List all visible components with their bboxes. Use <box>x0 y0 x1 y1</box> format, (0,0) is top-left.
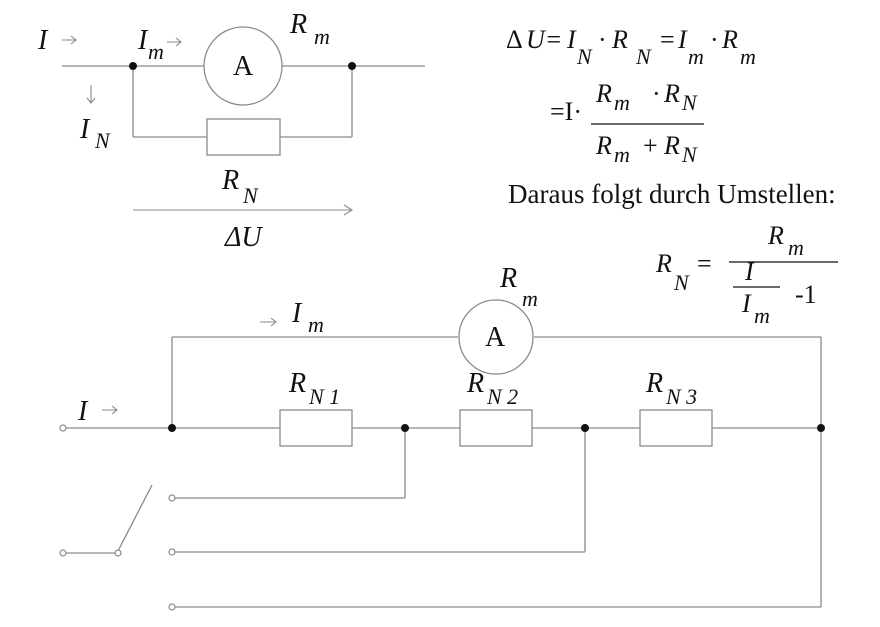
eq1-I1-sub: N <box>576 44 593 69</box>
eq1-R1: R <box>611 25 628 54</box>
label-rn3: R <box>645 368 663 399</box>
bottom-circuit: I I m A R m R N 1 R N 2 R N 3 <box>59 263 825 611</box>
top-label-Rm: R <box>289 9 307 40</box>
bottom-label-Im-sub: m <box>308 312 324 337</box>
res-eq: = <box>697 249 712 278</box>
eq1-I2-sub: m <box>688 44 704 69</box>
res-num: R <box>767 221 784 250</box>
bottom-current-arrow-icon <box>102 405 118 415</box>
bottom-ammeter <box>458 299 534 375</box>
terminal-switch-input <box>59 549 67 557</box>
equation-result: R N = R m I I m -1 <box>655 221 838 328</box>
sentence-text: Daraus folgt durch Umstellen: <box>508 179 836 209</box>
bottom-label-Im: I <box>291 298 303 329</box>
top-circuit: I I m A R m I N R N ΔU <box>37 9 425 253</box>
top-label-dU: ΔU <box>224 222 263 253</box>
bottom-label-Rm-sub: m <box>522 286 538 311</box>
terminal-tap-3 <box>168 603 176 611</box>
top-label-I: I <box>37 25 49 56</box>
top-node-right <box>348 62 356 70</box>
top-label-Im: I <box>137 25 149 56</box>
label-rn2: R <box>466 368 484 399</box>
eq1-R2: R <box>721 25 738 54</box>
eq2-den-plus: + <box>643 131 658 160</box>
terminal-tap-2 <box>168 548 176 556</box>
eq1-U: U= <box>526 25 562 54</box>
eq2-den-R2-sub: N <box>681 142 698 167</box>
resistor-rn2 <box>459 409 533 447</box>
eq1-R2-sub: m <box>740 44 756 69</box>
bottom-label-Rm: R <box>499 263 517 294</box>
top-voltage-arrow-icon <box>133 204 354 216</box>
terminal-tap-1 <box>168 494 176 502</box>
bottom-node-right <box>817 424 825 432</box>
resistor-rn1 <box>279 409 353 447</box>
eq1-dot2: · <box>710 25 719 54</box>
resistor-rn3 <box>639 409 713 447</box>
top-current-arrow-icon <box>62 35 77 45</box>
res-den-Im: I <box>741 289 752 318</box>
eq2-den-R2: R <box>663 131 680 160</box>
eq2-num-R2-sub: N <box>681 90 698 115</box>
bottom-im-arrow-icon <box>260 317 277 327</box>
bottom-ammeter-label: A <box>485 322 506 353</box>
eq1-R1-sub: N <box>635 44 652 69</box>
res-den-I: I <box>744 257 755 286</box>
eq2-num-R1-sub: m <box>614 90 630 115</box>
res-lhs-sub: N <box>673 270 690 295</box>
label-rn1: R <box>288 368 306 399</box>
top-ammeter-label: A <box>233 51 254 82</box>
top-label-Rm-sub: m <box>314 24 330 49</box>
terminal-input <box>59 424 67 432</box>
label-rn3-sub: N 3 <box>665 384 697 409</box>
res-den-Im-sub: m <box>754 303 770 328</box>
bottom-label-I: I <box>77 396 89 427</box>
res-minus-one: -1 <box>795 280 817 309</box>
eq2-num-R2: R <box>663 79 680 108</box>
top-label-RN: R <box>221 165 239 196</box>
top-node-left <box>129 62 137 70</box>
eq2-den-R1-sub: m <box>614 142 630 167</box>
label-rn1-sub: N 1 <box>308 384 340 409</box>
switch-blade <box>117 484 153 552</box>
top-label-Im-sub: m <box>148 39 164 64</box>
eq2-prefix: =I· <box>550 97 582 126</box>
res-lhs: R <box>655 249 672 278</box>
top-im-arrow-icon <box>167 37 182 47</box>
top-label-RN-sub: N <box>242 183 259 208</box>
equation-line-2: =I· R m · R N R m + R N <box>550 79 704 167</box>
eq2-num-R1: R <box>595 79 612 108</box>
label-rn2-sub: N 2 <box>486 384 518 409</box>
top-label-IN-sub: N <box>94 128 111 153</box>
equation-line-1: Δ U= I N · R N = I m · R m <box>506 25 756 69</box>
eq1-delta: Δ <box>506 25 523 54</box>
top-shunt-resistor <box>206 118 281 156</box>
top-in-arrow-icon <box>86 85 96 104</box>
eq1-I1: I <box>566 25 577 54</box>
bottom-node-1 <box>401 424 409 432</box>
top-label-IN: I <box>79 114 91 145</box>
eq1-I2: I <box>677 25 688 54</box>
eq1-dot1: · <box>598 25 607 54</box>
eq2-den-R1: R <box>595 131 612 160</box>
terminal-switch-pivot <box>114 549 122 557</box>
top-ammeter <box>203 26 283 106</box>
bottom-node-left <box>168 424 176 432</box>
eq1-eq2: = <box>660 25 675 54</box>
res-num-sub: m <box>788 235 804 260</box>
bottom-node-2 <box>581 424 589 432</box>
eq2-num-dot: · <box>652 79 661 108</box>
